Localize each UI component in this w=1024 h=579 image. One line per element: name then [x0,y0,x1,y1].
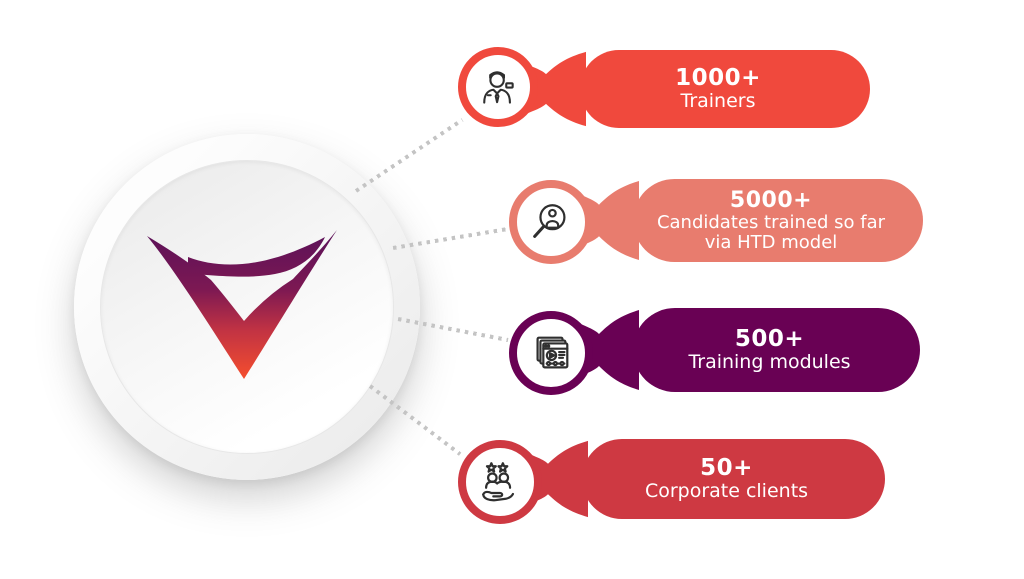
connector-dotted-line [354,118,464,193]
stat-icon-ring [509,180,593,264]
stat-icon-ring [509,311,593,395]
stat-label: Corporate clients [644,480,809,503]
stat-label: Training modules [688,351,851,374]
clients-care-icon [482,462,515,502]
connector-dotted-line [368,384,462,456]
stat-icon-ring [458,440,542,524]
stat-label-line: Candidates trained so far [656,211,886,233]
stat-value: 1000+ [675,65,761,92]
connector-dotted-line [392,226,509,250]
stat-text-trainers: 1000+ Trainers [580,50,870,128]
training-modules-icon [536,336,569,369]
stat-value: 50+ [700,455,753,482]
stat-text-clients: 50+ Corporate clients [582,439,885,519]
stat-pill-trainers [580,50,870,128]
stat-value: 500+ [734,326,805,353]
brand-circle [74,134,420,480]
stat-label-line: via HTD model [704,232,838,254]
candidate-search-icon [533,204,566,238]
stat-pill-modules [633,308,920,392]
stat-pill-clients [582,439,885,519]
trainer-icon [483,71,514,104]
stat-text-modules: 500+ Training modules [633,308,920,392]
stat-icon-ring [458,47,538,127]
brand-v-logo-icon [147,230,337,379]
brand-circle-inner [100,160,394,454]
stat-pill-candidates [633,179,923,262]
stat-text-candidates: 5000+ Candidates trained so far via HTD … [633,179,923,262]
stat-label: Trainers [680,90,756,113]
stat-value: 5000+ [729,187,813,213]
